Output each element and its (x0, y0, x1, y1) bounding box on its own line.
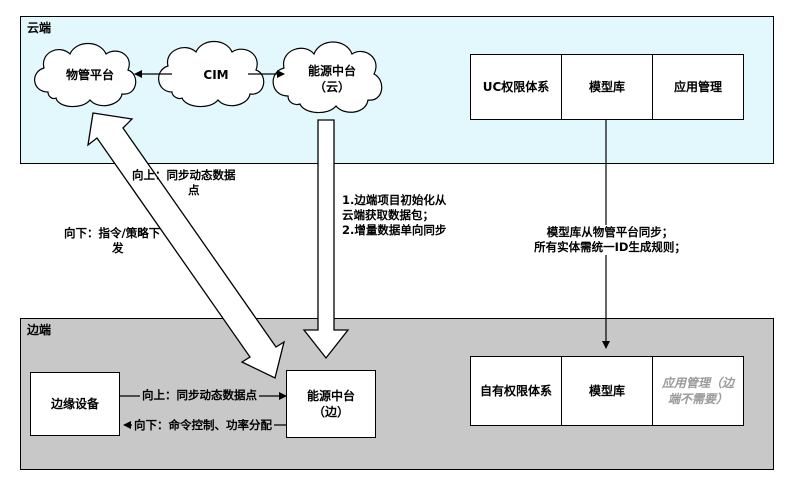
init-note-line1: 1.边端项目初始化从 (342, 193, 447, 207)
energy-center-cloud-line2: （云） (313, 80, 350, 94)
down-arrow-init (302, 119, 350, 360)
init-note-line2: 云端获取数据包； (342, 208, 434, 222)
model-sync-note-line1: 模型库从物管平台同步； (520, 225, 700, 240)
energy-center-edge-box: 能源中台 （边） (286, 370, 376, 438)
down-cmd-note: 向下：指令/策略下 发 (64, 226, 194, 256)
asset-platform-label: 物管平台 (65, 68, 114, 82)
app-management-edge-box: 应用管理（边 端不需要） (652, 356, 744, 426)
cloud-shape-energy-center (272, 41, 383, 114)
energy-center-cloud-line1: 能源中台 (307, 64, 356, 78)
up-sync-note-line1: 向上：同步动态数据 (132, 168, 236, 182)
down-cmd-note-line1: 向下：指令/策略下 (64, 226, 161, 240)
energy-center-edge-line1: 能源中台 (306, 389, 355, 403)
energy-center-cloud-label: 能源中台 （云） (290, 62, 374, 96)
edge-up-label: 向上：同步动态数据点 (140, 388, 259, 403)
own-permission-box: 自有权限体系 (470, 356, 562, 426)
app-management-cloud-box: 应用管理 (652, 54, 744, 120)
uc-permission-box: UC权限体系 (470, 54, 562, 120)
cloud-shape-asset-platform (34, 42, 137, 108)
model-sync-note-line2: 所有实体需统一ID生成规则； (520, 240, 700, 255)
cim-label: CIM (203, 68, 229, 82)
double-arrow-sync (87, 112, 286, 379)
edge-device-box: 边缘设备 (30, 372, 120, 436)
model-sync-note: 模型库从物管平台同步； 所有实体需统一ID生成规则； (520, 225, 700, 255)
down-cmd-note-line2: 发 (112, 241, 124, 255)
energy-center-edge-line2: （边） (312, 405, 349, 419)
init-note: 1.边端项目初始化从 云端获取数据包； 2.增量数据单向同步 (342, 193, 472, 238)
edge-zone-title: 边端 (27, 323, 52, 337)
init-note-line3: 2.增量数据单向同步 (342, 223, 447, 237)
model-library-edge-box: 模型库 (561, 356, 653, 426)
cloud-zone-title: 云端 (27, 21, 52, 35)
up-sync-note: 向上：同步动态数据 点 (132, 168, 282, 198)
edge-down-label: 向下：命令控制、功率分配 (132, 418, 274, 433)
app-management-edge-line1: 应用管理（边 (661, 376, 734, 390)
model-library-cloud-box: 模型库 (561, 54, 653, 120)
app-management-edge-line2: 端不需要） (667, 392, 728, 406)
up-sync-note-line2: 点 (188, 183, 200, 197)
cloud-shape-cim (158, 40, 265, 108)
